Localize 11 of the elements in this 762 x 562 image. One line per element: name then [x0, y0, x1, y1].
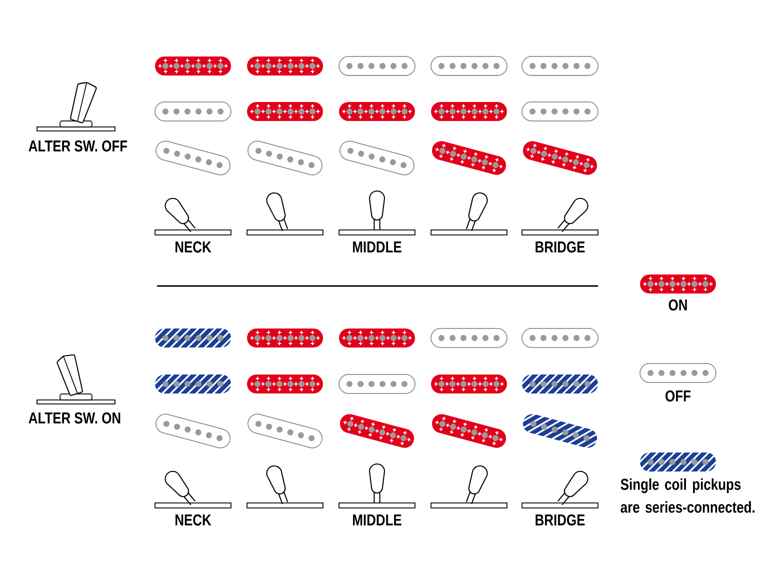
position-label: NECK	[176, 241, 212, 253]
position-label: NECK	[176, 514, 212, 526]
switch-label: ALTER SW. OFF	[28, 140, 128, 152]
legend-label: OFF	[666, 390, 690, 402]
legend-label: ON	[668, 299, 687, 311]
position-label: MIDDLE	[353, 514, 402, 526]
legend-label: Single coil pickups are series-connected.	[620, 478, 754, 513]
position-label: BRIDGE	[536, 241, 585, 253]
position-label: MIDDLE	[353, 242, 402, 252]
switch-label: ALTER SW. ON	[28, 412, 120, 424]
position-label: BRIDGE	[536, 514, 585, 526]
